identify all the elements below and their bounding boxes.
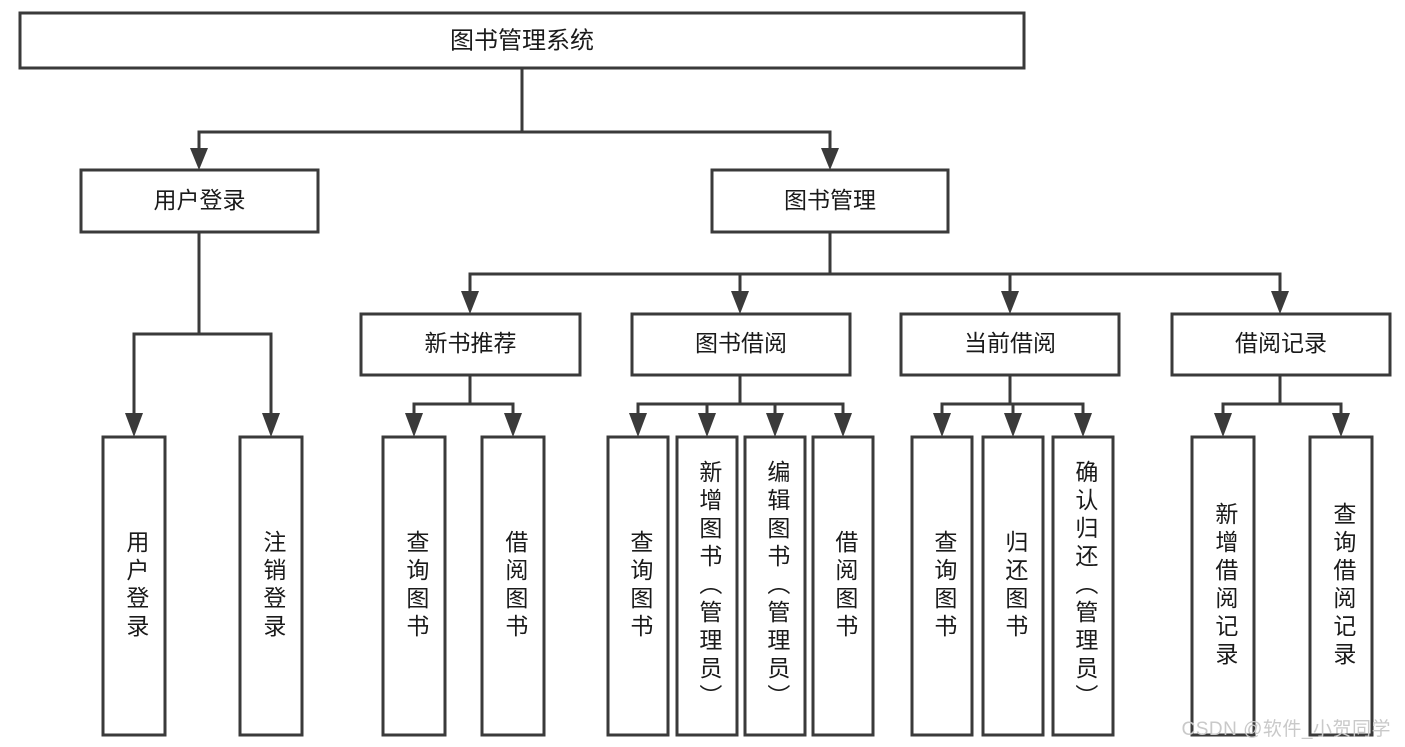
node-new-book-recommend-box xyxy=(359,312,582,377)
node-book-management-box xyxy=(710,168,950,234)
leaf-logout-label: 注销登录 xyxy=(260,530,287,642)
leaf-query-book-borrow-label: 查询图书 xyxy=(627,530,654,642)
arrow-head-leaf-user-login xyxy=(125,413,143,437)
leaf-query-book-recommend[interactable]: 查询图书 xyxy=(381,435,447,737)
node-current-borrow-box xyxy=(899,312,1121,377)
node-user-login-box xyxy=(79,168,320,234)
leaf-query-borrow-record-box xyxy=(1308,435,1374,737)
leaf-logout[interactable]: 注销登录 xyxy=(238,435,304,737)
node-root-box xyxy=(18,11,1026,70)
leaf-add-book-admin[interactable]: 新增图书（管理员） xyxy=(675,435,739,737)
arrow-head-book-mgmt xyxy=(821,148,839,170)
arrow-head-currentborrow-leaf-1 xyxy=(933,413,951,437)
leaf-edit-book-admin-box xyxy=(743,435,807,737)
arrow-head-borrow-record xyxy=(1271,291,1289,314)
arrow-head-newbook-leaf-2 xyxy=(504,413,522,437)
leaf-borrow-book-recommend[interactable]: 借阅图书 xyxy=(480,435,546,737)
leaf-query-book-current-label: 查询图书 xyxy=(931,530,958,642)
arrow-head-book-borrow xyxy=(731,291,749,314)
leaf-edit-book-admin[interactable]: 编辑图书（管理员） xyxy=(743,435,807,737)
node-user-login-label: 用户登录 xyxy=(154,187,246,213)
connector-layer xyxy=(125,66,1350,437)
node-root[interactable]: 图书管理系统 xyxy=(18,11,1026,70)
node-book-borrow-box xyxy=(630,312,852,377)
arrow-head-bookborrow-leaf-3 xyxy=(766,413,784,437)
leaf-query-book-recommend-label: 查询图书 xyxy=(403,530,430,642)
leaf-return-book-label: 归还图书 xyxy=(1002,530,1029,642)
leaf-borrow-book-recommend-label: 借阅图书 xyxy=(502,530,529,642)
arrow-head-bookborrow-leaf-2 xyxy=(698,413,716,437)
leaf-query-book-borrow[interactable]: 查询图书 xyxy=(606,435,670,737)
leaf-query-book-recommend-box xyxy=(381,435,447,737)
node-root-label: 图书管理系统 xyxy=(450,27,594,54)
leaf-borrow-book[interactable]: 借阅图书 xyxy=(811,435,875,737)
leaf-add-borrow-record-box xyxy=(1190,435,1256,737)
node-borrow-record-label: 借阅记录 xyxy=(1235,330,1327,356)
node-borrow-record-box xyxy=(1170,312,1392,377)
leaf-add-borrow-record[interactable]: 新增借阅记录 xyxy=(1190,435,1256,737)
leaf-query-book-current-box xyxy=(910,435,974,737)
leaf-confirm-return-admin-label: 确认归还（管理员） xyxy=(1072,460,1099,712)
leaf-borrow-book-label: 借阅图书 xyxy=(832,530,859,642)
leaf-user-login-label: 用户登录 xyxy=(123,530,150,642)
leaf-user-login-box xyxy=(101,435,167,737)
arrow-head-currentborrow-leaf-3 xyxy=(1074,413,1092,437)
leaf-borrow-book-recommend-box xyxy=(480,435,546,737)
leaf-query-book-current[interactable]: 查询图书 xyxy=(910,435,974,737)
arrow-head-borrowrecord-leaf-2 xyxy=(1332,413,1350,437)
leaf-add-borrow-record-label: 新增借阅记录 xyxy=(1212,502,1239,670)
leaf-confirm-return-admin-box xyxy=(1051,435,1115,737)
arrow-head-new-book-rec xyxy=(461,291,479,314)
arrow-head-bookborrow-leaf-1 xyxy=(629,413,647,437)
node-book-borrow-label: 图书借阅 xyxy=(695,330,787,356)
node-book-borrow[interactable]: 图书借阅 xyxy=(630,312,852,377)
arrow-head-newbook-leaf-1 xyxy=(405,413,423,437)
leaf-borrow-book-box xyxy=(811,435,875,737)
node-current-borrow[interactable]: 当前借阅 xyxy=(899,312,1121,377)
node-new-book-recommend-label: 新书推荐 xyxy=(425,330,517,356)
arrow-head-current-borrow xyxy=(1001,291,1019,314)
leaf-add-book-admin-label: 新增图书（管理员） xyxy=(696,460,723,712)
node-book-management[interactable]: 图书管理 xyxy=(710,168,950,234)
arrow-head-currentborrow-leaf-2 xyxy=(1004,413,1022,437)
leaf-logout-box xyxy=(238,435,304,737)
leaf-return-book-box xyxy=(981,435,1045,737)
leaf-return-book[interactable]: 归还图书 xyxy=(981,435,1045,737)
leaf-query-borrow-record-label: 查询借阅记录 xyxy=(1330,502,1357,670)
node-current-borrow-label: 当前借阅 xyxy=(964,330,1056,356)
leaf-query-book-borrow-box xyxy=(606,435,670,737)
arrow-head-leaf-logout xyxy=(262,413,280,437)
leaf-edit-book-admin-label: 编辑图书（管理员） xyxy=(764,460,791,712)
leaf-add-book-admin-box xyxy=(675,435,739,737)
leaf-query-borrow-record[interactable]: 查询借阅记录 xyxy=(1308,435,1374,737)
leaf-user-login[interactable]: 用户登录 xyxy=(101,435,167,737)
node-borrow-record[interactable]: 借阅记录 xyxy=(1170,312,1392,377)
node-user-login[interactable]: 用户登录 xyxy=(79,168,320,234)
leaf-confirm-return-admin[interactable]: 确认归还（管理员） xyxy=(1051,435,1115,737)
node-book-management-label: 图书管理 xyxy=(784,187,876,213)
arrow-head-bookborrow-leaf-4 xyxy=(834,413,852,437)
node-new-book-recommend[interactable]: 新书推荐 xyxy=(359,312,582,377)
arrow-head-user-login xyxy=(190,148,208,170)
arrow-head-borrowrecord-leaf-1 xyxy=(1214,413,1232,437)
